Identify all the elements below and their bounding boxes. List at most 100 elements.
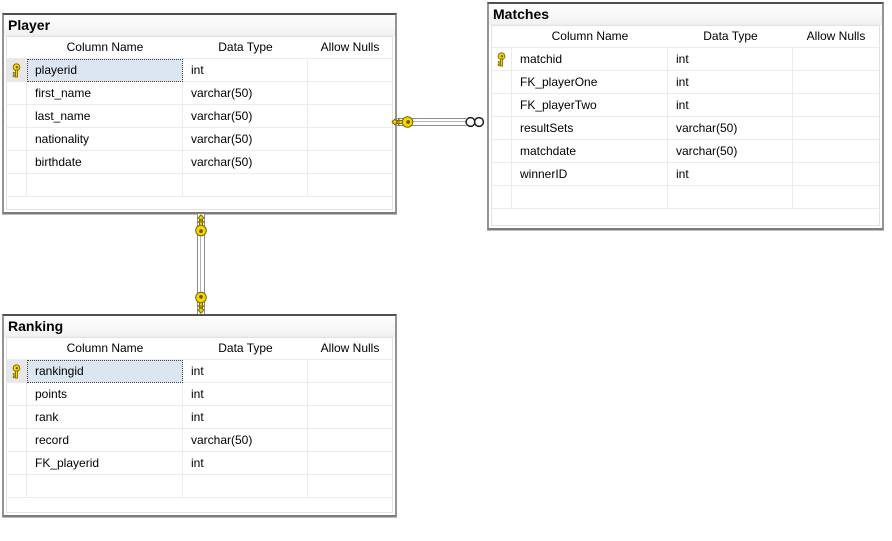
ranking-table-node[interactable]: Ranking Column Name Data Type Allow Null…: [2, 314, 397, 517]
row-header-cell[interactable]: [7, 406, 27, 429]
data-type-cell[interactable]: int: [183, 406, 308, 429]
data-type-cell[interactable]: varchar(50): [183, 151, 308, 174]
data-type-cell[interactable]: int: [183, 452, 308, 475]
allow-nulls-cell[interactable]: [793, 71, 879, 94]
allow-nulls-cell[interactable]: [308, 105, 392, 128]
column-name-cell[interactable]: nationality: [27, 128, 183, 151]
relationship-connector-player-matches[interactable]: [397, 118, 466, 126]
allow-nulls-cell[interactable]: [308, 151, 392, 174]
column-name-cell[interactable]: matchid: [512, 48, 668, 71]
column-name-cell[interactable]: FK_playerid: [27, 452, 183, 475]
row-header-cell[interactable]: [7, 128, 27, 151]
column-name-cell[interactable]: resultSets: [512, 117, 668, 140]
table-row: rank int: [7, 406, 392, 429]
column-name-cell[interactable]: FK_playerTwo: [512, 94, 668, 117]
data-type-cell[interactable]: [183, 174, 308, 197]
data-type-cell[interactable]: int: [668, 48, 793, 71]
row-header-cell[interactable]: [7, 105, 27, 128]
table-title[interactable]: Ranking: [4, 316, 395, 337]
key-icon: [195, 214, 207, 237]
row-header-cell[interactable]: [7, 475, 27, 498]
infinity-icon: [465, 116, 485, 128]
data-type-cell[interactable]: int: [668, 163, 793, 186]
allow-nulls-cell[interactable]: [308, 82, 392, 105]
data-type-cell[interactable]: varchar(50): [668, 140, 793, 163]
allow-nulls-cell[interactable]: [308, 475, 392, 498]
data-type-header: Data Type: [703, 29, 758, 43]
column-name-cell[interactable]: record: [27, 429, 183, 452]
allow-nulls-cell[interactable]: [793, 140, 879, 163]
allow-nulls-cell[interactable]: [793, 163, 879, 186]
table-title[interactable]: Matches: [489, 4, 882, 25]
row-header-cell[interactable]: [492, 94, 512, 117]
column-name-cell[interactable]: last_name: [27, 105, 183, 128]
column-name-cell[interactable]: FK_playerOne: [512, 71, 668, 94]
row-header-cell[interactable]: [492, 71, 512, 94]
data-type-cell[interactable]: [668, 186, 793, 209]
column-name-cell[interactable]: points: [27, 383, 183, 406]
row-header-cell[interactable]: [492, 48, 512, 71]
allow-nulls-cell[interactable]: [308, 174, 392, 197]
allow-nulls-cell[interactable]: [793, 186, 879, 209]
table-row: matchdate varchar(50): [492, 140, 879, 163]
data-type-cell[interactable]: varchar(50): [183, 128, 308, 151]
matches-table-node[interactable]: Matches Column Name Data Type Allow Null…: [487, 2, 884, 230]
table-row: nationality varchar(50): [7, 128, 392, 151]
data-type-cell[interactable]: int: [183, 360, 308, 383]
allow-nulls-cell[interactable]: [308, 383, 392, 406]
column-name-cell[interactable]: rank: [27, 406, 183, 429]
primary-key-icon: [497, 51, 506, 66]
data-type-cell[interactable]: int: [183, 383, 308, 406]
column-name-cell[interactable]: [27, 475, 183, 498]
allow-nulls-cell[interactable]: [308, 360, 392, 383]
data-type-cell[interactable]: varchar(50): [668, 117, 793, 140]
data-type-cell[interactable]: int: [668, 71, 793, 94]
row-header-cell[interactable]: [7, 151, 27, 174]
allow-nulls-cell[interactable]: [793, 94, 879, 117]
row-header-cell[interactable]: [7, 360, 27, 383]
row-header-cell[interactable]: [7, 452, 27, 475]
table-row: resultSets varchar(50): [492, 117, 879, 140]
data-type-cell[interactable]: [183, 475, 308, 498]
row-header-cell[interactable]: [7, 383, 27, 406]
row-header-cell[interactable]: [492, 163, 512, 186]
allow-nulls-cell[interactable]: [793, 48, 879, 71]
row-header-cell[interactable]: [7, 174, 27, 197]
row-header-cell[interactable]: [7, 82, 27, 105]
data-type-cell[interactable]: varchar(50): [183, 82, 308, 105]
column-name-cell[interactable]: first_name: [27, 82, 183, 105]
column-name-cell[interactable]: [512, 186, 668, 209]
row-header-corner: [7, 338, 27, 359]
table-row: last_name varchar(50): [7, 105, 392, 128]
table-row: playerid int: [7, 59, 392, 82]
row-header-cell[interactable]: [492, 186, 512, 209]
column-name-header: Column Name: [66, 341, 144, 355]
key-icon: [195, 291, 207, 314]
column-name-cell[interactable]: birthdate: [27, 151, 183, 174]
column-name-header: Column Name: [66, 40, 144, 54]
data-type-cell[interactable]: varchar(50): [183, 429, 308, 452]
allow-nulls-cell[interactable]: [308, 406, 392, 429]
column-name-cell[interactable]: [27, 174, 183, 197]
data-type-cell[interactable]: int: [668, 94, 793, 117]
allow-nulls-cell[interactable]: [308, 128, 392, 151]
row-header-cell[interactable]: [492, 140, 512, 163]
data-type-cell[interactable]: int: [183, 59, 308, 82]
column-name-cell[interactable]: rankingid: [27, 360, 183, 383]
column-name-cell[interactable]: winnerID: [512, 163, 668, 186]
row-header-cell[interactable]: [7, 429, 27, 452]
relationship-connector-player-ranking[interactable]: [197, 214, 205, 314]
player-table-node[interactable]: Player Column Name Data Type Allow Nulls…: [2, 13, 397, 214]
table-title[interactable]: Player: [4, 15, 395, 36]
column-name-cell[interactable]: playerid: [27, 59, 183, 82]
data-type-cell[interactable]: varchar(50): [183, 105, 308, 128]
allow-nulls-cell[interactable]: [308, 59, 392, 82]
allow-nulls-cell[interactable]: [308, 452, 392, 475]
allow-nulls-cell[interactable]: [793, 117, 879, 140]
allow-nulls-cell[interactable]: [308, 429, 392, 452]
row-header-cell[interactable]: [492, 117, 512, 140]
row-header-cell[interactable]: [7, 59, 27, 82]
allow-nulls-header: Allow Nulls: [806, 29, 866, 43]
column-name-cell[interactable]: matchdate: [512, 140, 668, 163]
